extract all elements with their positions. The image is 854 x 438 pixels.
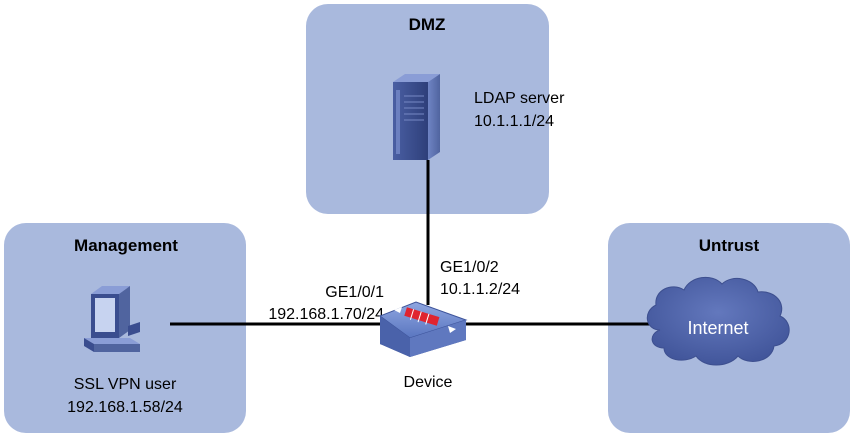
zone-untrust-title: Untrust bbox=[699, 236, 760, 255]
zone-management-title: Management bbox=[74, 236, 178, 255]
ldap-server-name: LDAP server bbox=[474, 90, 565, 107]
server-icon bbox=[393, 74, 440, 160]
pc-icon bbox=[84, 286, 140, 352]
ge1-interface-ip: 192.168.1.70/24 bbox=[268, 306, 384, 323]
vpn-user-name: SSL VPN user bbox=[74, 376, 177, 393]
cloud-icon bbox=[646, 276, 790, 366]
device-name: Device bbox=[404, 374, 453, 391]
ge1-interface-name: GE1/0/1 bbox=[325, 284, 384, 301]
firewall-icon bbox=[378, 301, 468, 357]
ldap-server-ip: 10.1.1.1/24 bbox=[474, 113, 554, 130]
ge2-interface-name: GE1/0/2 bbox=[440, 259, 499, 276]
zone-dmz-title: DMZ bbox=[409, 15, 446, 34]
vpn-user-ip: 192.168.1.58/24 bbox=[67, 399, 183, 416]
ge2-interface-ip: 10.1.1.2/24 bbox=[440, 281, 520, 298]
internet-label: Internet bbox=[687, 318, 748, 338]
